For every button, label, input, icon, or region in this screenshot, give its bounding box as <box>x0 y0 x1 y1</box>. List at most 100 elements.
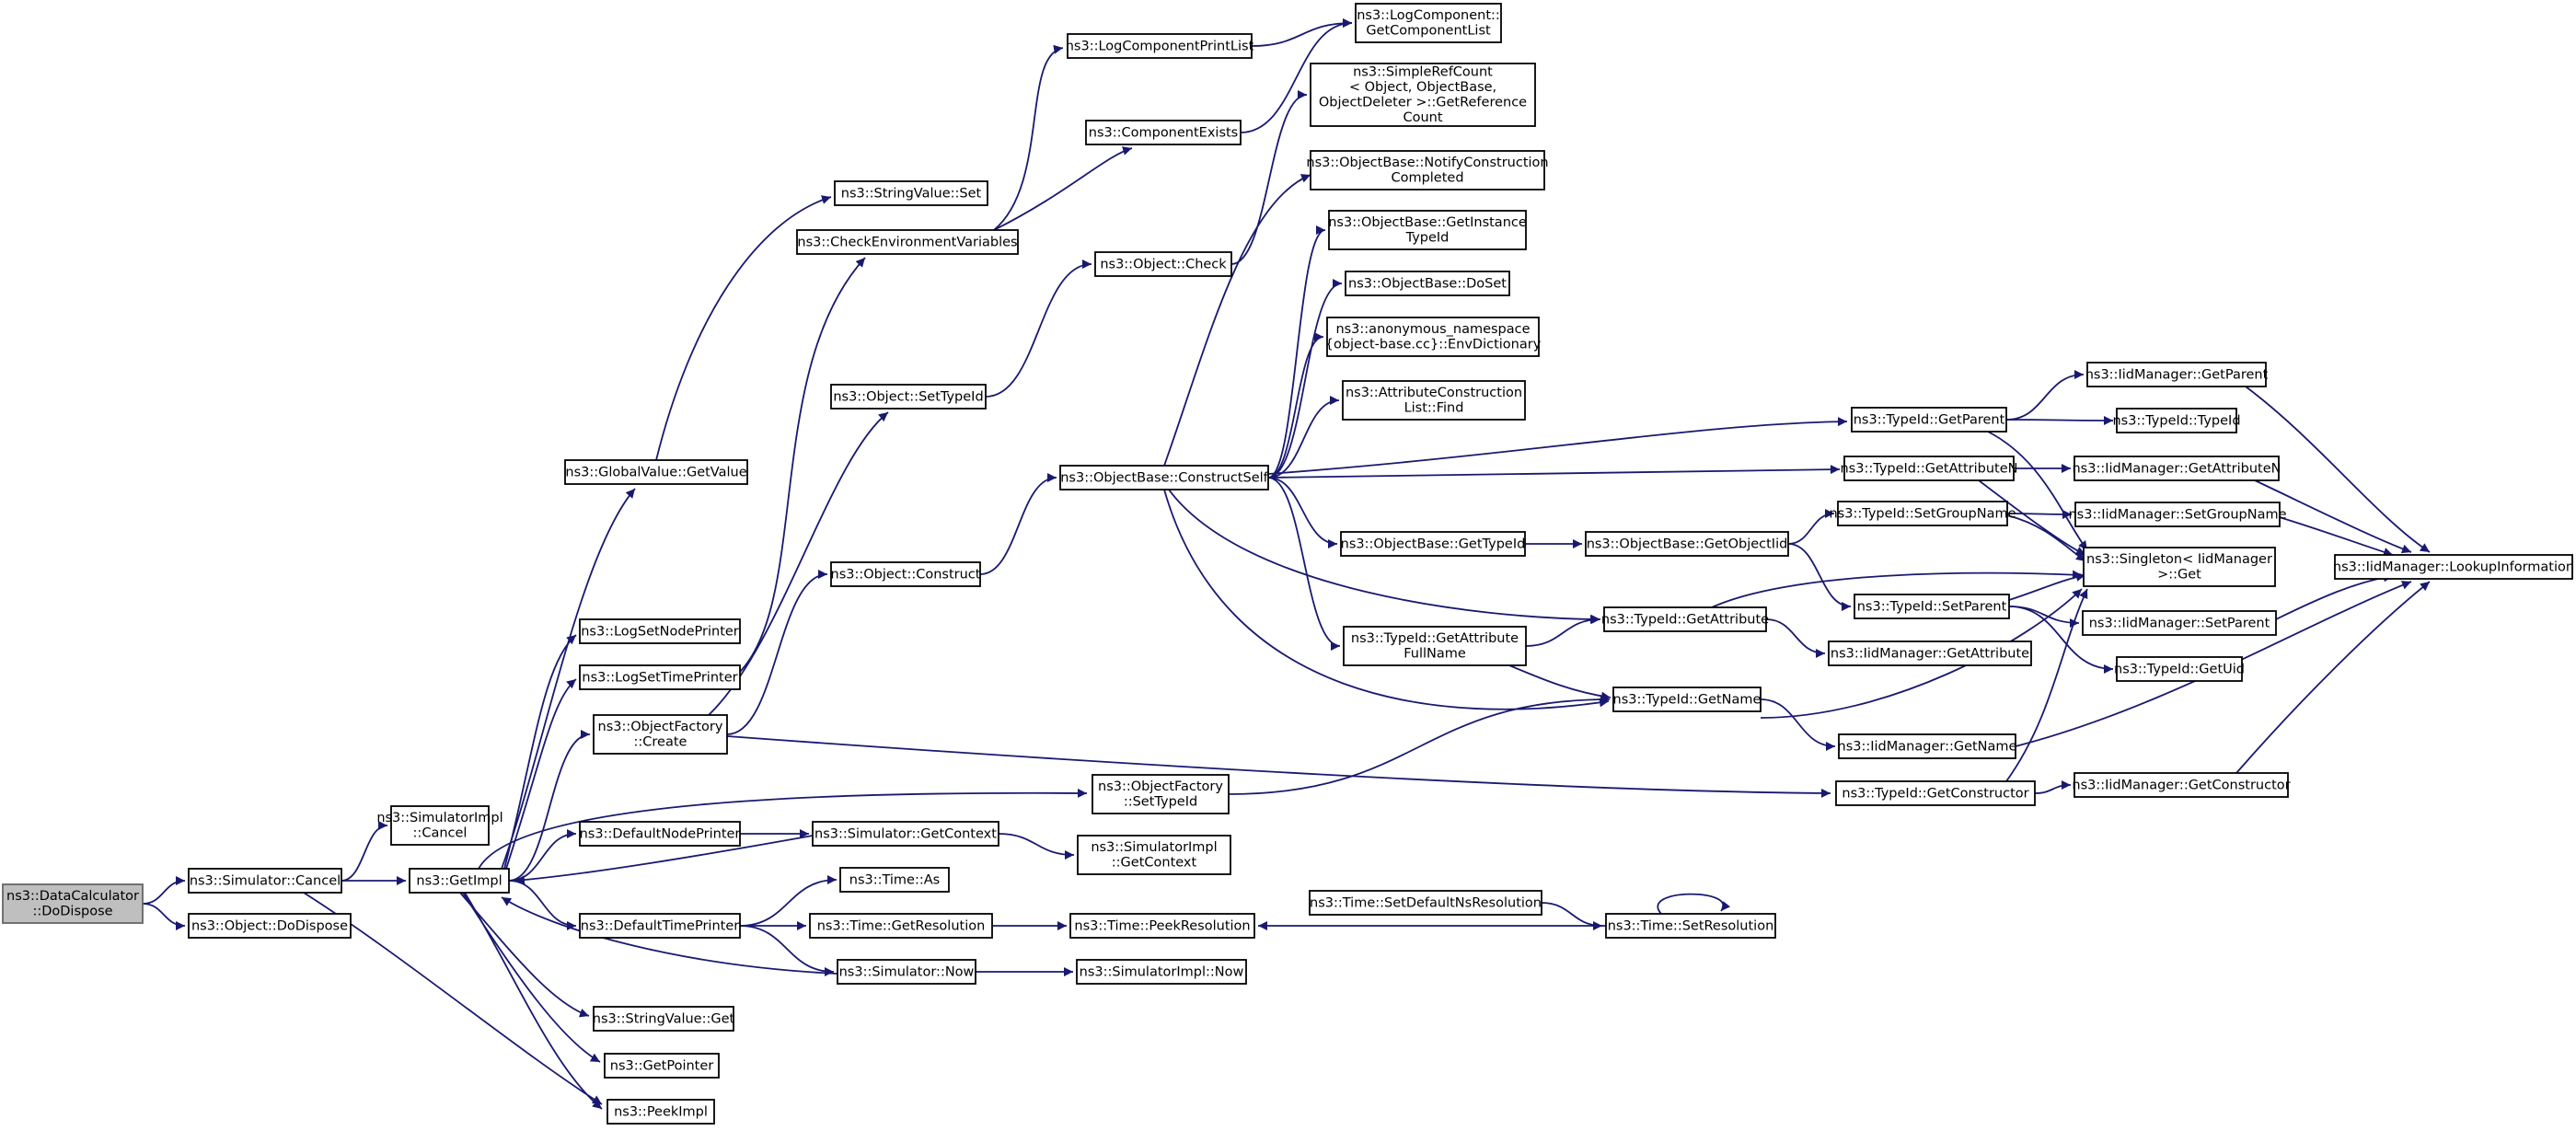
node-ns3-simulator-now[interactable]: ns3::Simulator::Now <box>837 959 976 985</box>
node-label: ns3::ObjectBase::GetTypeId <box>1341 537 1526 551</box>
node-ns3-simulatorimpl-getcontext[interactable]: ns3::SimulatorImpl::GetContext <box>1077 835 1231 875</box>
node-label: ns3::Simulator::Cancel <box>190 873 341 888</box>
node-ns3-iidmanager-setparent[interactable]: ns3::IidManager::SetParent <box>2082 610 2277 636</box>
node-box <box>188 913 352 939</box>
node-ns3-typeid-getattributen[interactable]: ns3::TypeId::GetAttributeN <box>1840 456 2018 481</box>
node-ns3-typeid-getconstructor[interactable]: ns3::TypeId::GetConstructor <box>1835 780 2036 806</box>
node-ns3-time-peekresolution[interactable]: ns3::Time::PeekResolution <box>1069 913 1255 939</box>
node-ns3-simulatorimpl-cancel[interactable]: ns3::SimulatorImpl::Cancel <box>376 805 503 846</box>
node-label: ns3::GetPointer <box>610 1058 714 1073</box>
node-ns3-simulatorimpl-now[interactable]: ns3::SimulatorImpl::Now <box>1076 959 1247 985</box>
node-box <box>2116 408 2237 433</box>
node-ns3-typeid-getparent[interactable]: ns3::TypeId::GetParent <box>1851 407 2007 433</box>
node-label: ns3::DefaultNodePrinter <box>580 826 741 841</box>
node-label: ns3::SimulatorImpl <box>376 811 502 825</box>
node-ns3-componentexists[interactable]: ns3::ComponentExists <box>1085 120 1242 145</box>
edge-n26-to-n34 <box>1267 279 1343 479</box>
node-ns3-anonymous-namespace-object-base-cc-envdictionary[interactable]: ns3::anonymous_namespace{object-base.cc}… <box>1325 317 1542 357</box>
edge-n16-to-n25 <box>985 260 1092 398</box>
node-ns3-logsetnodeprinter[interactable]: ns3::LogSetNodePrinter <box>579 618 741 644</box>
node-ns3-time-getresolution[interactable]: ns3::Time::GetResolution <box>809 913 993 939</box>
node-ns3-typeid-getattribute[interactable]: ns3::TypeId::GetAttribute <box>1601 606 1769 632</box>
node-ns3-iidmanager-getname[interactable]: ns3::IidManager::GetName <box>1838 733 2017 759</box>
edge-n9-to-n44 <box>726 735 1831 798</box>
edge-n26-to-n35 <box>1267 332 1324 479</box>
node-ns3-object-dodispose[interactable]: ns3::Object::DoDispose <box>188 913 352 939</box>
node-ns3-objectfactory-create[interactable]: ns3::ObjectFactory::Create <box>593 714 728 755</box>
edge-n26-to-n40 <box>1267 465 1841 479</box>
node-ns3-time-setdefaultnsresolution[interactable]: ns3::Time::SetDefaultNsResolution <box>1309 890 1542 916</box>
node-ns3-iidmanager-getconstructor[interactable]: ns3::IidManager::GetConstructor <box>2072 772 2291 798</box>
node-box <box>837 959 976 985</box>
node-box <box>2116 656 2243 682</box>
node-ns3-datacalculator-dodispose[interactable]: ns3::DataCalculator::DoDispose <box>2 883 144 924</box>
node-label: ns3::TypeId::GetConstructor <box>1842 786 2028 801</box>
node-ns3-time-as[interactable]: ns3::Time::As <box>839 867 950 893</box>
node-label: ::GetContext <box>1112 856 1197 871</box>
node-label: ns3::GetImpl <box>416 873 502 888</box>
edge-n4-to-n5 <box>464 892 603 1110</box>
node-ns3-getimpl[interactable]: ns3::GetImpl <box>409 868 510 894</box>
node-ns3-singleton-iidmanager-get[interactable]: ns3::Singleton< IidManager >::Get <box>2083 547 2276 587</box>
node-ns3-logcomponent-getcomponentlist[interactable]: ns3::LogComponent::GetComponentList <box>1355 3 1502 43</box>
node-ns3-logcomponentprintlist[interactable]: ns3::LogComponentPrintList <box>1066 33 1254 59</box>
node-ns3-iidmanager-getattribute[interactable]: ns3::IidManager::GetAttribute <box>1828 641 2032 666</box>
node-ns3-iidmanager-getattributen[interactable]: ns3::IidManager::GetAttributeN <box>2072 456 2281 481</box>
node-ns3-objectbase-gettypeid[interactable]: ns3::ObjectBase::GetTypeId <box>1340 531 1526 557</box>
node-ns3-defaulttimeprinter[interactable]: ns3::DefaultTimePrinter <box>579 913 741 939</box>
node-ns3-objectbase-getobjectiid[interactable]: ns3::ObjectBase::GetObjectIid <box>1585 531 1789 557</box>
edge-n26-to-n43 <box>1163 489 1610 710</box>
node-ns3-object-construct[interactable]: ns3::Object::Construct <box>830 561 981 587</box>
node-box <box>2074 772 2289 798</box>
node-label: ns3::StringValue::Get <box>593 1011 735 1026</box>
node-label: < Object, ObjectBase, <box>1349 80 1496 95</box>
edge-n43-to-n55 <box>1760 588 2083 719</box>
edge-n4-to-n6 <box>501 488 636 870</box>
node-ns3-iidmanager-getparent[interactable]: ns3::IidManager::GetParent <box>2085 362 2269 387</box>
node-label: ns3::PeekImpl <box>614 1104 708 1119</box>
node-ns3-time-setresolution[interactable]: ns3::Time::SetResolution <box>1605 913 1776 939</box>
node-label: ns3::TypeId::SetGroupName <box>1829 506 2016 521</box>
node-label: ns3::SimulatorImpl::Now <box>1080 964 1244 979</box>
node-ns3-defaultnodeprinter[interactable]: ns3::DefaultNodePrinter <box>579 821 741 847</box>
node-ns3-checkenvironmentvariables[interactable]: ns3::CheckEnvironmentVariables <box>796 229 1019 255</box>
node-ns3-typeid-getuid[interactable]: ns3::TypeId::GetUid <box>2114 656 2245 682</box>
node-ns3-object-settypeid[interactable]: ns3::Object::SetTypeId <box>830 384 987 410</box>
node-label: ns3::IidManager::LookupInformation <box>2333 560 2574 574</box>
node-ns3-stringvalue-get[interactable]: ns3::StringValue::Get <box>593 1006 735 1032</box>
node-ns3-logsettimeprinter[interactable]: ns3::LogSetTimePrinter <box>579 664 741 690</box>
node-ns3-simplerefcount-object-objectbase-objectdeleter-getreference-count[interactable]: ns3::SimpleRefCount< Object, ObjectBase,… <box>1310 63 1536 127</box>
node-ns3-object-check[interactable]: ns3::Object::Check <box>1094 251 1232 277</box>
node-ns3-objectbase-notifyconstruction-completed[interactable]: ns3::ObjectBase::NotifyConstructionCompl… <box>1306 150 1549 190</box>
node-ns3-iidmanager-setgroupname[interactable]: ns3::IidManager::SetGroupName <box>2068 502 2287 527</box>
node-label: ns3::Singleton< IidManager <box>2086 552 2272 567</box>
node-ns3-typeid-getname[interactable]: ns3::TypeId::GetName <box>1612 687 1762 712</box>
node-box <box>2 883 144 924</box>
node-box <box>830 561 981 587</box>
node-ns3-typeid-setparent[interactable]: ns3::TypeId::SetParent <box>1854 594 2010 619</box>
node-ns3-globalvalue-getvalue[interactable]: ns3::GlobalValue::GetValue <box>564 459 748 485</box>
node-box <box>188 868 342 894</box>
edge-n42-to-n49 <box>1765 618 1826 658</box>
node-box <box>1077 835 1231 875</box>
node-ns3-getpointer[interactable]: ns3::GetPointer <box>604 1053 720 1079</box>
node-label: >::Get <box>2157 568 2201 583</box>
node-ns3-peekimpl[interactable]: ns3::PeekImpl <box>606 1099 715 1125</box>
node-ns3-objectfactory-settypeid[interactable]: ns3::ObjectFactory::SetTypeId <box>1092 774 1230 814</box>
node-ns3-iidmanager-lookupinformation[interactable]: ns3::IidManager::LookupInformation <box>2333 554 2574 580</box>
node-box <box>1310 150 1545 190</box>
node-ns3-objectbase-constructself[interactable]: ns3::ObjectBase::ConstructSelf <box>1059 465 1269 490</box>
node-ns3-typeid-setgroupname[interactable]: ns3::TypeId::SetGroupName <box>1829 501 2016 526</box>
edge-n41-to-n48 <box>1787 543 1852 611</box>
node-label: ns3::TypeId::GetAttribute <box>1351 631 1519 646</box>
node-ns3-stringvalue-set[interactable]: ns3::StringValue::Set <box>834 180 988 206</box>
node-ns3-simulator-getcontext[interactable]: ns3::Simulator::GetContext <box>812 821 999 847</box>
edge-n4-to-n8 <box>505 678 577 870</box>
node-ns3-objectbase-doset[interactable]: ns3::ObjectBase::DoSet <box>1345 271 1510 296</box>
node-ns3-simulator-cancel[interactable]: ns3::Simulator::Cancel <box>188 868 342 894</box>
node-label: ns3::SimpleRefCount <box>1353 65 1493 80</box>
node-ns3-typeid-typeid[interactable]: ns3::TypeId::TypeId <box>2112 408 2241 433</box>
